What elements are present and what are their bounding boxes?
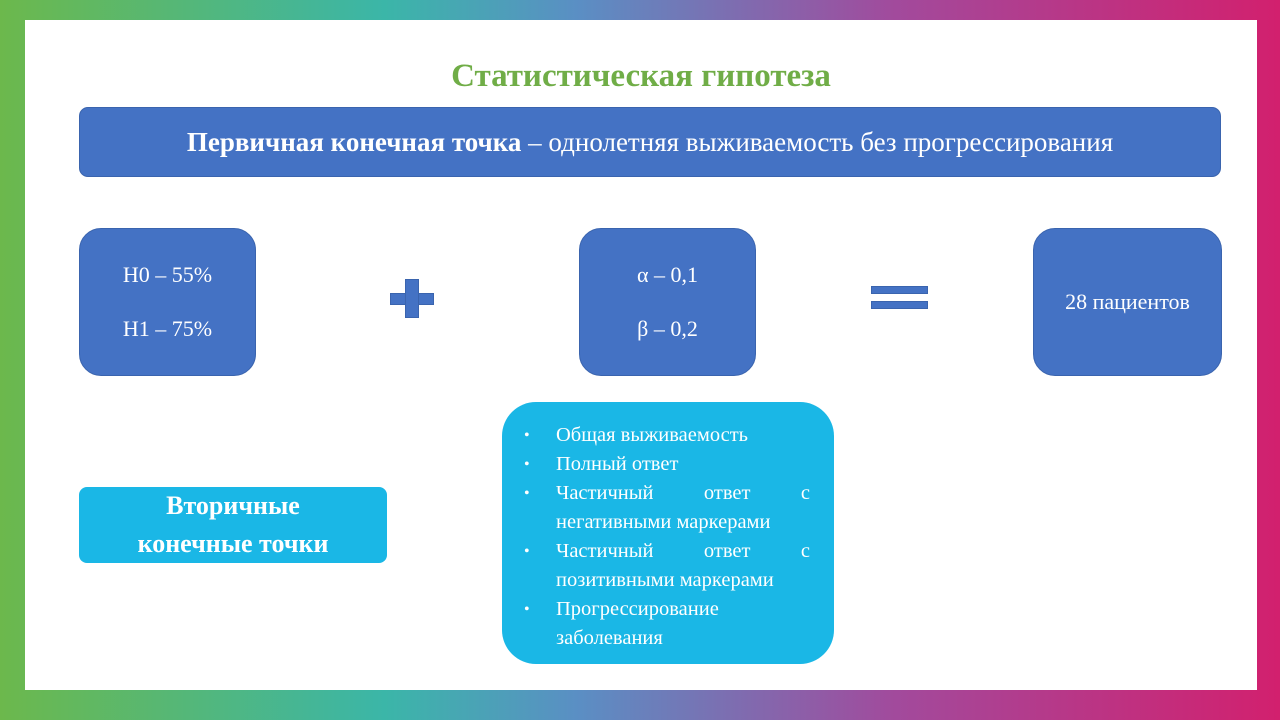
list-item-text: Частичный ответ с позитивными маркерами [556,540,810,591]
slide: Статистическая гипотеза Первичная конечн… [25,20,1257,690]
list-item-text: Общая выживаемость [556,424,749,446]
bullet-icon: • [524,601,530,618]
secondary-label-line-1: Вторичные [166,491,300,520]
list-item-text: Полный ответ [556,453,679,475]
equals-icon [871,286,928,310]
list-item: • Общая выживаемость [524,421,810,450]
secondary-endpoints-list-box: • Общая выживаемость • Полный ответ • Части… [502,402,834,664]
list-item: • Частичный ответ с негативными маркерами [524,479,810,537]
slide-title: Статистическая гипотеза [451,58,831,94]
null-hypothesis: H0 – 55% [122,262,213,287]
bullet-icon: • [524,456,530,473]
list-item-text: Прогрессирование заболевания [556,598,719,649]
secondary-label-line-2: конечные точки [137,529,329,558]
list-item: • Прогрессирование заболевания [524,595,810,653]
plus-icon [390,279,434,318]
primary-endpoint-description: – однолетняя выживаемость без прогрессир… [521,126,1114,157]
list-item: • Частичный ответ с позитивными маркерами [524,537,810,595]
alternative-hypothesis: H1 – 75% [122,316,213,341]
primary-endpoint-box: Первичная конечная точка – однолетняя вы… [79,107,1221,177]
sample-size-value: 28 пациентов [1065,289,1190,314]
primary-endpoint-label: Первичная конечная точка [186,126,522,157]
secondary-endpoints-list: • Общая выживаемость • Полный ответ • Части… [524,421,810,653]
bullet-icon: • [524,427,530,444]
bullet-icon: • [524,543,530,560]
error-rates-box: α – 0,1 β – 0,2 [579,228,756,376]
alpha-value: α – 0,1 [636,262,699,287]
list-item-text: Частичный ответ с негативными маркерами [556,482,810,533]
sample-size-box: 28 пациентов [1033,228,1222,376]
secondary-endpoints-label: Вторичные конечные точки [79,487,387,563]
hypotheses-box: H0 – 55% H1 – 75% [79,228,256,376]
list-item: • Полный ответ [524,450,810,479]
bullet-icon: • [524,485,530,502]
beta-value: β – 0,2 [637,316,698,341]
